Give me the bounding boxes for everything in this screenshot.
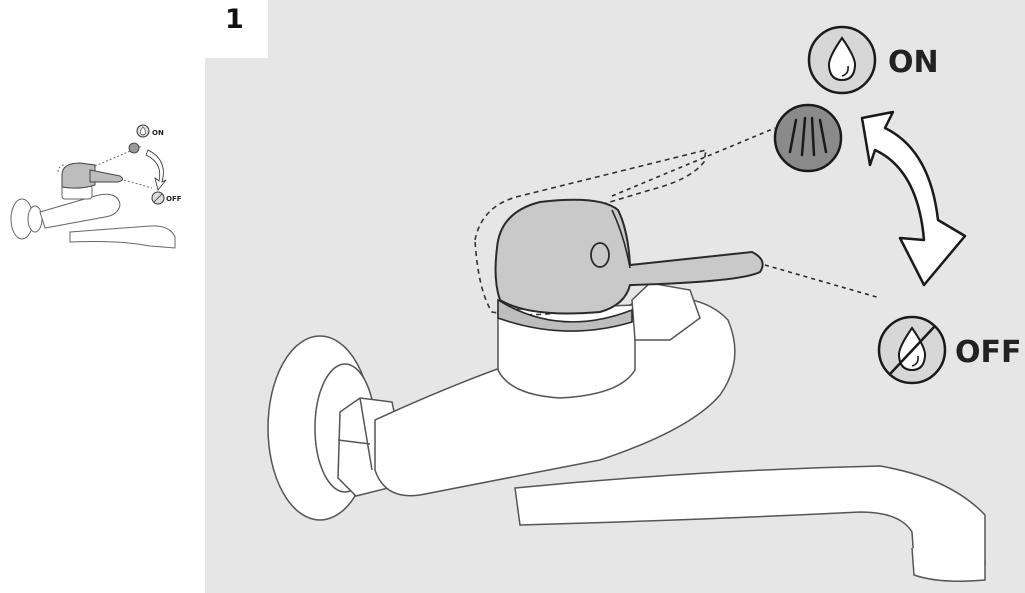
thumbnail-rotate-arrow-icon bbox=[145, 149, 167, 191]
thumbnail-off-icon bbox=[151, 191, 165, 205]
thumbnail-off-label: OFF bbox=[166, 195, 182, 203]
off-label: OFF bbox=[955, 335, 1022, 370]
shower-spray-icon bbox=[773, 103, 843, 173]
water-drop-crossed-icon bbox=[877, 315, 947, 385]
thumbnail-faucet bbox=[10, 145, 176, 249]
double-arrow-rotate-icon bbox=[860, 110, 967, 287]
water-drop-icon bbox=[807, 25, 877, 95]
on-label: ON bbox=[888, 45, 939, 80]
main-faucet bbox=[267, 127, 986, 582]
thumbnail-on-icon bbox=[136, 124, 150, 138]
panel-background-top bbox=[268, 0, 1025, 58]
thumbnail-on-label: ON bbox=[152, 129, 164, 137]
step-tab bbox=[205, 0, 268, 58]
thumbnail-spray-icon bbox=[128, 142, 140, 154]
step-number: 1 bbox=[225, 4, 244, 35]
